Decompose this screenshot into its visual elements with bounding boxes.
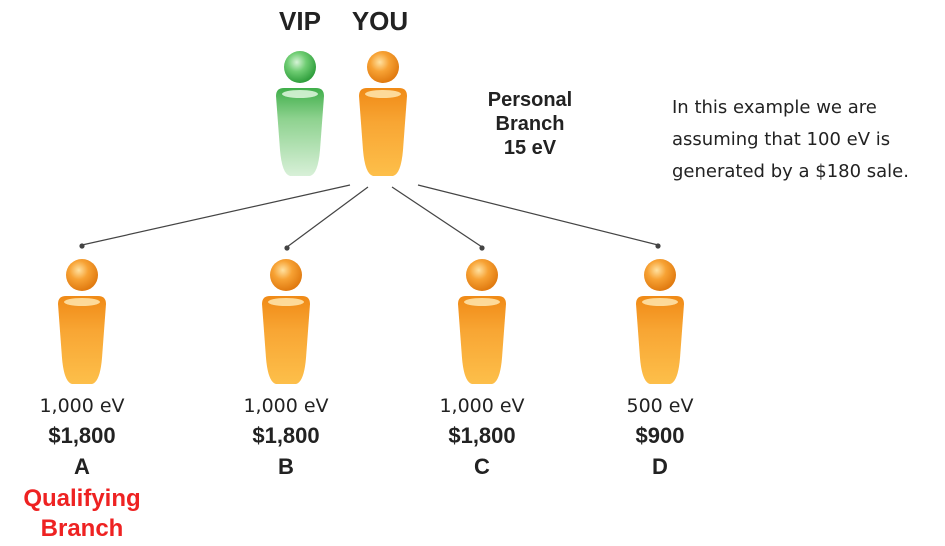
member-b-amount: $1,800 xyxy=(252,423,320,448)
member-d: 500 eV $900 D xyxy=(590,392,730,482)
connector-dot-c xyxy=(479,245,485,251)
personal-branch-label: Personal Branch 15 eV xyxy=(455,88,605,160)
member-c: 1,000 eV $1,800 C xyxy=(412,392,552,482)
vip-label: VIP xyxy=(279,6,321,36)
member-a-amount: $1,800 xyxy=(48,423,116,448)
member-a-letter: A xyxy=(74,454,90,479)
member-b-person-icon xyxy=(256,258,316,393)
member-d-letter: D xyxy=(652,454,668,479)
personal-branch-line-2: Branch xyxy=(495,113,565,135)
connector-line-d xyxy=(417,184,659,246)
connector-dot-a xyxy=(79,243,85,249)
note-line-2: assuming that 100 eV is xyxy=(672,129,891,150)
member-d-amount: $900 xyxy=(635,423,685,448)
qualifying-line-1: Qualifying xyxy=(23,485,141,512)
you-person-icon xyxy=(353,50,413,185)
connector-line-c xyxy=(391,186,483,248)
qualifying-branch-label: Qualifying Branch xyxy=(12,484,152,544)
personal-branch-line-3: 15 eV xyxy=(503,137,557,159)
connector-line-a xyxy=(81,184,351,246)
member-b-ev: 1,000 eV xyxy=(243,395,329,417)
qualifying-line-2: Branch xyxy=(40,515,124,542)
member-d-person-icon xyxy=(630,258,690,393)
member-c-letter: C xyxy=(474,454,490,479)
member-a: 1,000 eV $1,800 A Qualifying Branch xyxy=(12,392,152,544)
connector-dot-b xyxy=(284,245,290,251)
member-c-ev: 1,000 eV xyxy=(439,395,525,417)
vip-person-icon xyxy=(270,50,330,185)
member-c-amount: $1,800 xyxy=(448,423,516,448)
member-a-ev: 1,000 eV xyxy=(39,395,125,417)
member-d-ev: 500 eV xyxy=(626,395,694,417)
member-c-person-icon xyxy=(452,258,512,393)
example-note: In this example we are assuming that 100… xyxy=(672,92,942,188)
member-b: 1,000 eV $1,800 B xyxy=(216,392,356,482)
note-line-3: generated by a $180 sale. xyxy=(672,161,909,182)
personal-branch-line-1: Personal xyxy=(487,89,573,111)
connector-line-b xyxy=(286,186,369,248)
member-a-person-icon xyxy=(52,258,112,393)
member-b-letter: B xyxy=(278,454,294,479)
note-line-1: In this example we are xyxy=(672,97,877,118)
connector-dot-d xyxy=(655,243,661,249)
you-label: YOU xyxy=(351,6,409,36)
